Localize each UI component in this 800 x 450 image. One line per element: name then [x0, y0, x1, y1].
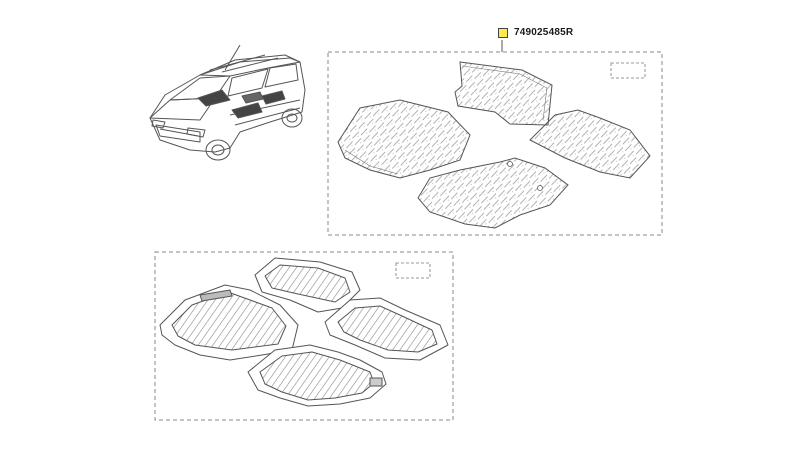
floor-mat-front-right — [417, 157, 569, 229]
rubber-mat-front-left — [159, 284, 299, 361]
rubber-mat-front-right — [247, 344, 387, 407]
part-number-label[interactable]: 749025485R — [514, 27, 574, 38]
floor-mat-rear-right — [529, 109, 651, 179]
part-marker-square — [498, 28, 508, 38]
rubber-mat-rear-right — [324, 297, 449, 361]
floor-mat-front-left — [337, 99, 471, 179]
callout-box-bottom — [395, 262, 431, 279]
rubber-mats-frame — [154, 251, 454, 421]
rubber-mat-rear-left — [254, 257, 361, 313]
vehicle-illustration — [149, 44, 306, 161]
callout-box-top — [610, 62, 646, 79]
floor-mat-rear-left — [454, 61, 553, 126]
